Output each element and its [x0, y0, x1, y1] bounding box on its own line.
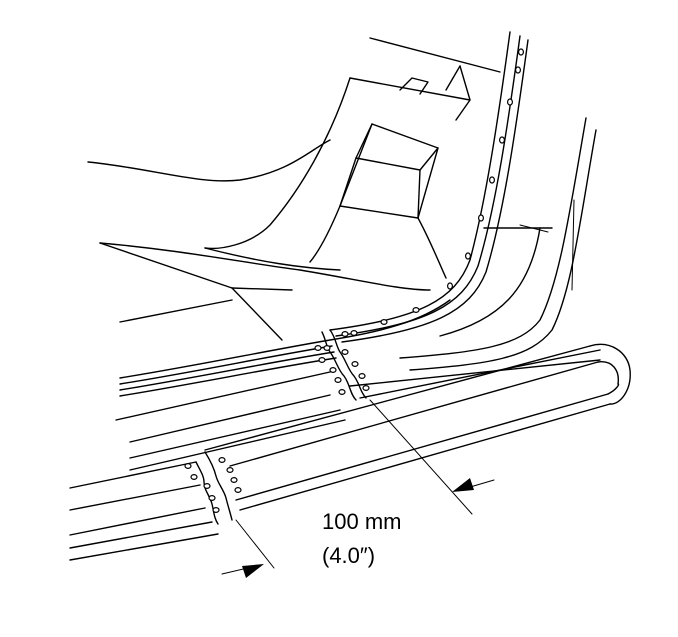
- sill-flange: [115, 299, 451, 443]
- dimension-arrow-left: [242, 564, 264, 578]
- pillar-weld-spots: [380, 48, 524, 326]
- seat-pocket-box: [309, 123, 447, 279]
- floor-pan-interior: [87, 37, 501, 341]
- pillar-flange: [329, 31, 597, 371]
- cut-section-lower: [184, 451, 242, 525]
- upper-bracket: [399, 65, 471, 121]
- dimension-markers: [221, 399, 495, 578]
- dimension-label-metric: 100 mm: [322, 509, 402, 534]
- rocker-panel: [69, 343, 631, 561]
- dimension-arrow-right: [452, 478, 474, 492]
- cut-section-upper: [314, 329, 370, 401]
- dimension-label-imperial: (4.0″): [322, 543, 376, 568]
